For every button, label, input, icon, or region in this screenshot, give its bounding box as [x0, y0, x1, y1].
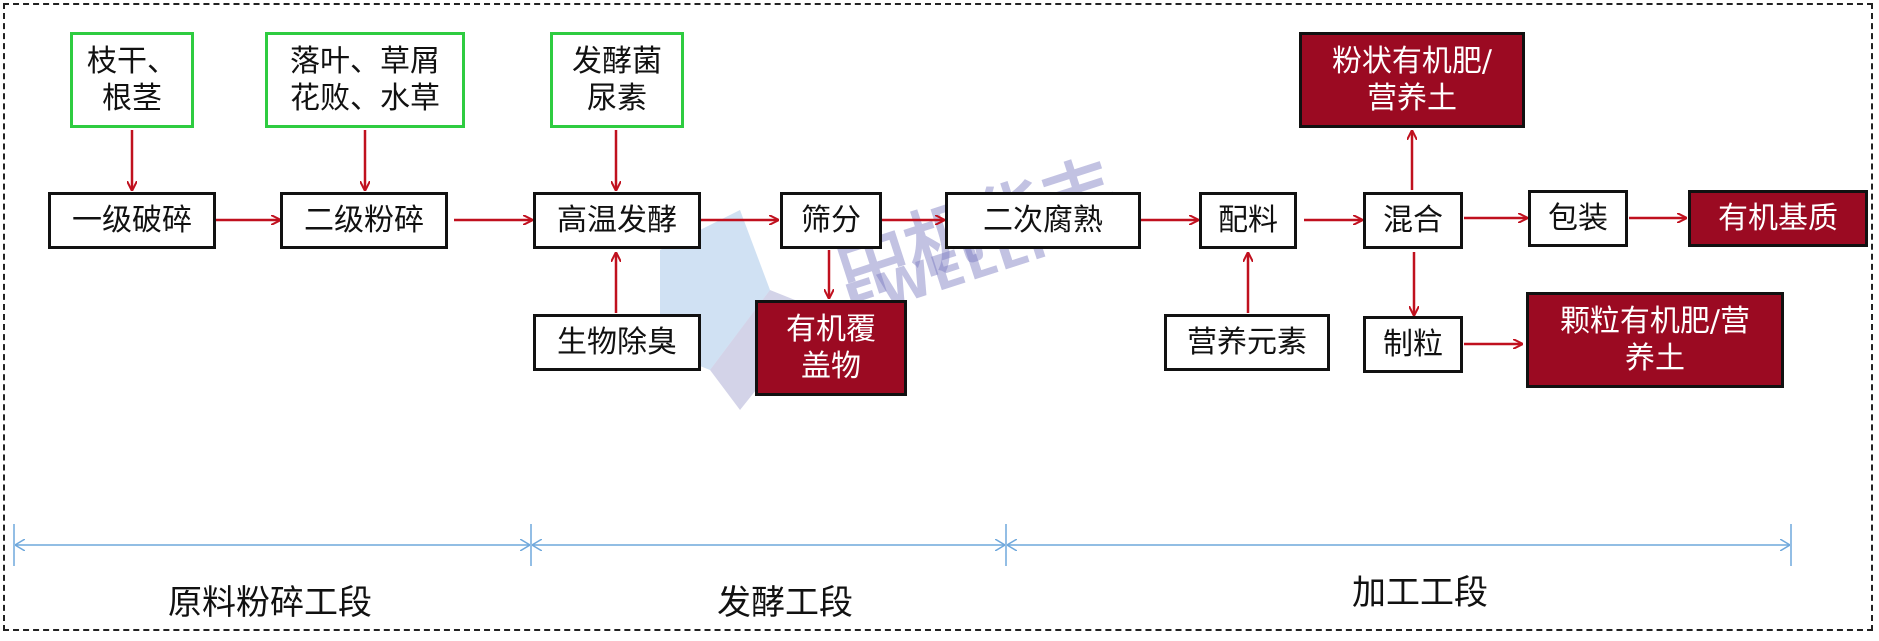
input-bacteria-line2: 尿素 [587, 81, 647, 116]
process-screen: 筛分 [780, 192, 882, 249]
product-granular-line2: 养土 [1624, 341, 1685, 376]
process-deodor: 生物除臭 [533, 314, 701, 371]
process-ferment: 高温发酵 [533, 192, 701, 249]
stage-label-processing: 加工工段 [1352, 573, 1488, 613]
diagram-frame [3, 3, 1873, 631]
input-leaves-line2: 花败、水草 [290, 81, 440, 116]
process-packaging: 包装 [1528, 190, 1628, 247]
stage-label-raw-crushing: 原料粉碎工段 [168, 583, 372, 623]
input-branches-line1: 枝干、 [87, 43, 177, 79]
product-mulch-line2: 盖物 [801, 349, 861, 384]
input-branches-line2: 根茎 [102, 81, 162, 116]
product-mulch: 有机覆 盖物 [755, 300, 907, 396]
product-powder-line2: 营养土 [1366, 81, 1457, 116]
input-leaves-line1: 落叶、草屑 [290, 43, 440, 79]
process-mixing: 混合 [1363, 192, 1463, 249]
stage-label-fermentation: 发酵工段 [717, 583, 853, 623]
process-granulate: 制粒 [1363, 316, 1463, 373]
process-crush1: 一级破碎 [48, 192, 216, 249]
product-powder: 粉状有机肥/ 营养土 [1299, 32, 1525, 128]
input-branches: 枝干、 根茎 [70, 32, 194, 128]
process-crush2: 二级粉碎 [280, 192, 448, 249]
process-secondary: 二次腐熟 [945, 192, 1141, 249]
product-substrate: 有机基质 [1688, 190, 1868, 247]
input-bacteria: 发酵菌 尿素 [550, 32, 684, 128]
product-mulch-line1: 有机覆 [786, 311, 876, 347]
product-powder-line1: 粉状有机肥/ [1331, 43, 1493, 79]
product-granular: 颗粒有机肥/营 养土 [1526, 292, 1784, 388]
input-bacteria-line1: 发酵菌 [572, 43, 662, 79]
input-leaves: 落叶、草屑 花败、水草 [265, 32, 465, 128]
process-nutrients: 营养元素 [1164, 314, 1330, 371]
process-batching: 配料 [1199, 192, 1297, 249]
product-granular-line1: 颗粒有机肥/营 [1559, 303, 1751, 339]
